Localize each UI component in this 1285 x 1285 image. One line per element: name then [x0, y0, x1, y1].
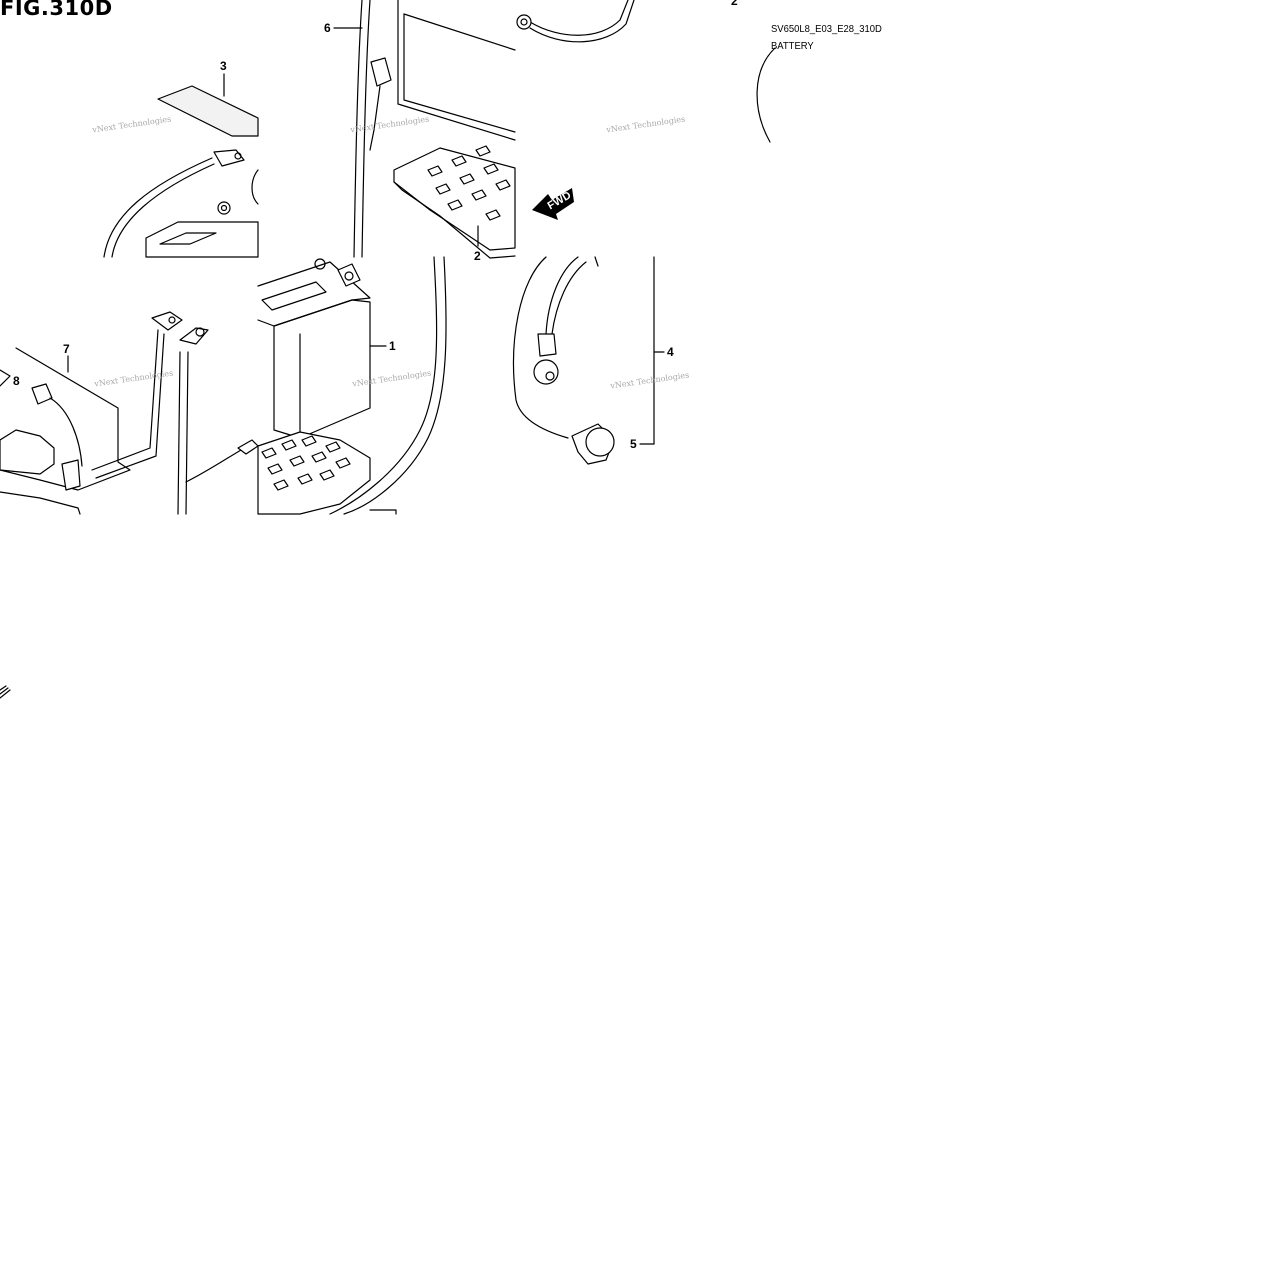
- callout-5: 5: [630, 437, 637, 451]
- tray-outline: [393, 147, 516, 251]
- fwd-arrow-shape: [532, 188, 574, 220]
- main-harness-a: [329, 256, 438, 515]
- main-harness-b: [343, 256, 447, 515]
- panel-side-cover: [0, 311, 249, 515]
- harness-wire-right: [361, 0, 371, 258]
- figure-name: BATTERY: [771, 40, 814, 52]
- relay-edge: [0, 369, 11, 387]
- panel-cable-fragment: [756, 47, 776, 143]
- sensor-wire: [49, 397, 83, 467]
- top-cable-ring: [516, 14, 532, 30]
- cable-positive-2: [111, 163, 215, 258]
- cable-stub: [594, 256, 599, 267]
- cable-positive: [103, 157, 213, 258]
- battery-body-top: [257, 261, 371, 327]
- tray-vent-slots: [427, 145, 511, 221]
- battery-terminal: [337, 263, 361, 287]
- tray-lip: [393, 181, 516, 259]
- callout-7: 7: [63, 342, 70, 356]
- coupler-wire: [369, 85, 381, 151]
- callout-6: 6: [324, 21, 331, 35]
- top-cable-ring-hole: [520, 18, 528, 26]
- battery-top-slot: [159, 232, 217, 245]
- harness-wire-left: [353, 0, 363, 258]
- positive-terminal-hole: [195, 327, 205, 337]
- callout-2-mid: 2: [474, 249, 481, 263]
- callout-3: 3: [220, 59, 227, 73]
- cable-arc: [756, 47, 776, 143]
- leader-4: [653, 256, 665, 445]
- coupler-body: [370, 57, 392, 87]
- caution-label-sticker: [157, 85, 259, 137]
- battery-terminal-bolt: [344, 271, 354, 281]
- figure-code: SV650L8_E03_E28_310D: [771, 23, 882, 35]
- cable-eyelet-hole: [545, 371, 555, 381]
- callout-2-top: 2: [731, 0, 738, 8]
- lower-tray: [257, 431, 371, 515]
- cable-ring-terminal: [213, 149, 245, 167]
- side-cover-lower: [0, 491, 81, 515]
- relay-block: [0, 429, 55, 475]
- top-cable: [529, 0, 629, 36]
- battery-frame-outer: [397, 0, 516, 141]
- sensor-clip: [31, 383, 53, 405]
- positive-cable-b: [185, 351, 189, 515]
- terminal-bolt: [217, 201, 231, 215]
- terminal-bolt-inner: [220, 204, 228, 212]
- ground-terminal-hole: [168, 316, 176, 324]
- callout-8: 8: [13, 374, 20, 388]
- ground-terminal-a: [151, 311, 183, 331]
- terminal-cap-face: [585, 427, 615, 457]
- positive-cable-a: [177, 351, 181, 515]
- cable-eyelet: [533, 359, 559, 385]
- battery-frame-inner: [403, 13, 516, 133]
- fwd-arrow: FWD: [532, 188, 574, 220]
- panel-battery: [237, 256, 447, 515]
- ground-eyelet: [61, 459, 81, 491]
- panel-tray-harness: [333, 0, 635, 259]
- small-connector: [237, 439, 259, 455]
- cable-loop-inner: [545, 256, 579, 335]
- ground-cable-a: [91, 329, 159, 471]
- battery-vent-cap: [314, 258, 326, 270]
- battery-side-edge: [251, 169, 259, 205]
- hatch-fragment: [0, 685, 11, 699]
- panel-cable-cap: [512, 256, 665, 465]
- side-cover-plate: [0, 347, 131, 491]
- lower-tray-slots: [261, 435, 351, 491]
- figure-title: FIG.310D: [0, 0, 113, 20]
- cable-clamp: [537, 333, 557, 357]
- battery-top-slot-main: [261, 281, 327, 311]
- callout-4: 4: [667, 345, 674, 359]
- panel-label-battery-top: [103, 73, 259, 258]
- callout-1: 1: [389, 339, 396, 353]
- top-cable-2: [529, 0, 635, 43]
- ground-cable-b: [95, 333, 165, 479]
- branch-wire: [185, 445, 249, 483]
- positive-terminal: [179, 327, 209, 345]
- lower-leader: [369, 509, 397, 515]
- cable-ring-hole: [234, 152, 242, 160]
- battery-frame-top: [403, 13, 516, 51]
- cable-loop-inner-2: [551, 261, 587, 335]
- cable-loop-outer: [512, 256, 569, 439]
